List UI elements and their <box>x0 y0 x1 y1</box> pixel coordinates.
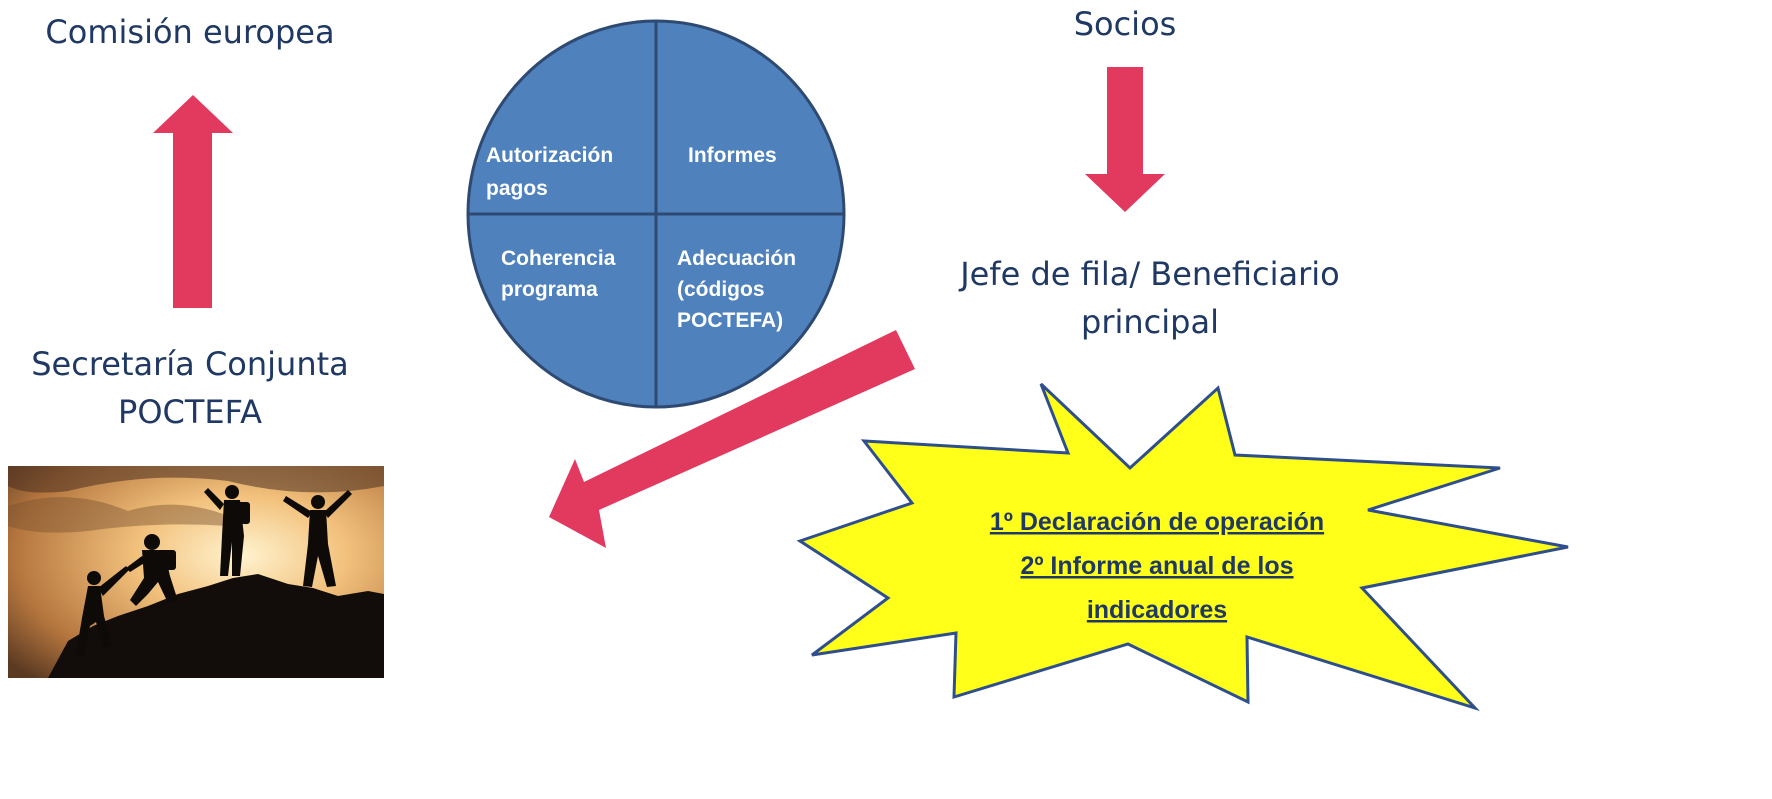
quadrant-coherencia: Coherencia programa <box>501 247 621 301</box>
diagonal-arrow <box>549 330 915 548</box>
climbers-photo <box>8 466 384 678</box>
climbers-silhouette-image <box>8 466 384 678</box>
process-circle: Autorización pagos Informes Coherencia p… <box>466 19 846 409</box>
quadrant-informes: Informes <box>688 144 777 167</box>
jefe-line1: Jefe de fila/ Beneficiario <box>960 255 1340 293</box>
highlight-burst: 1º Declaración de operación 2º Informe a… <box>796 382 1569 712</box>
secretaria-line1: Secretaría Conjunta <box>31 345 349 383</box>
secretaria-conjunta-label: Secretaría Conjunta POCTEFA <box>10 340 370 436</box>
jefe-line2: principal <box>1081 303 1219 341</box>
burst-line-3: indicadores <box>1087 596 1227 624</box>
jefe-de-fila-label: Jefe de fila/ Beneficiario principal <box>900 250 1400 346</box>
quadrant-adecuacion: Adecuación (códigos POCTEFA) <box>677 247 802 332</box>
quadrant-autorizacion: Autorización pagos <box>486 144 619 200</box>
down-arrow <box>1085 67 1165 212</box>
burst-line-1: 1º Declaración de operación <box>990 508 1324 536</box>
burst-line-2: 2º Informe anual de los <box>1020 552 1293 580</box>
comision-europea-label: Comisión europea <box>45 13 335 51</box>
socios-label: Socios <box>1073 5 1177 43</box>
secretaria-line2: POCTEFA <box>118 393 262 431</box>
up-arrow <box>153 95 233 308</box>
